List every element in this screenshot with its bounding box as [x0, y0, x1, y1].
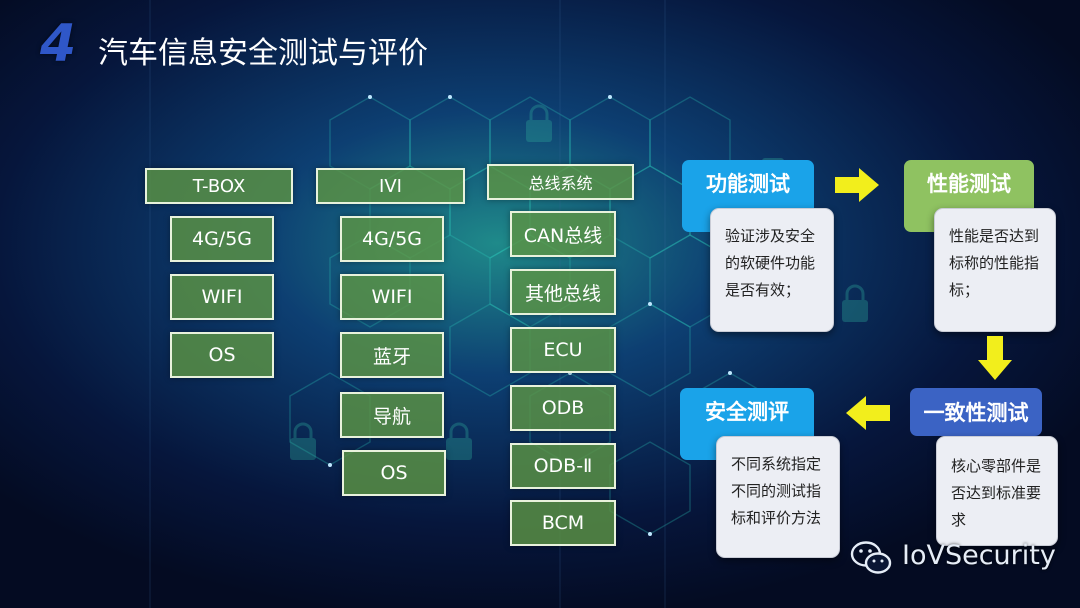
process-desc-conformance-test: 核心零部件是 否达到标准要 求	[936, 436, 1058, 546]
column-header-bus-system: 总线系统	[487, 164, 634, 200]
desc-line: 标；	[949, 281, 980, 299]
slide-number: 4	[40, 14, 77, 74]
ivi-item-4g5g: 4G/5G	[340, 216, 444, 262]
column-header-ivi: IVI	[316, 168, 465, 204]
desc-line: 不同系统指定	[731, 455, 822, 473]
desc-line: 不同的测试指	[731, 482, 822, 500]
process-desc-performance-test: 性能是否达到 标称的性能指 标；	[934, 208, 1056, 332]
bus-item-can: CAN总线	[510, 211, 616, 257]
process-desc-functional-test: 验证涉及安全 的软硬件功能 是否有效；	[710, 208, 834, 332]
process-title-performance-test: 性能测试	[927, 172, 1011, 196]
wechat-icon	[850, 541, 892, 574]
desc-line: 是否有效；	[725, 281, 801, 299]
arrow-right-icon	[835, 168, 879, 202]
bus-item-bcm: BCM	[510, 500, 616, 546]
tbox-item-wifi: WIFI	[170, 274, 274, 320]
process-title-functional-test: 功能测试	[706, 172, 790, 196]
slide-title: 汽车信息安全测试与评价	[98, 36, 428, 71]
arrow-down-icon	[978, 336, 1012, 380]
arrow-left-icon	[846, 396, 890, 430]
ivi-item-os: OS	[342, 450, 446, 496]
desc-line: 求	[951, 511, 967, 529]
desc-line: 标和评价方法	[731, 509, 822, 527]
bus-item-ecu: ECU	[510, 327, 616, 373]
tbox-item-os: OS	[170, 332, 274, 378]
ivi-item-navigation: 导航	[340, 392, 444, 438]
process-title-security-evaluation: 安全测评	[705, 400, 789, 424]
desc-line: 验证涉及安全	[725, 227, 816, 245]
process-title-conformance-test: 一致性测试	[923, 401, 1029, 425]
ivi-item-bluetooth: 蓝牙	[340, 332, 444, 378]
bus-item-odb2: ODB-Ⅱ	[510, 443, 616, 489]
desc-line: 的软硬件功能	[725, 254, 816, 272]
bus-item-odb: ODB	[510, 385, 616, 431]
tbox-item-4g5g: 4G/5G	[170, 216, 274, 262]
desc-line: 标称的性能指	[949, 254, 1040, 272]
desc-line: 否达到标准要	[951, 484, 1042, 502]
desc-line: 核心零部件是	[951, 457, 1042, 475]
desc-line: 性能是否达到	[949, 227, 1040, 245]
process-card-conformance-test: 一致性测试	[910, 388, 1042, 436]
watermark-text: IoVSecurity	[902, 540, 1056, 571]
bus-item-other: 其他总线	[510, 269, 616, 315]
ivi-item-wifi: WIFI	[340, 274, 444, 320]
column-header-tbox: T-BOX	[145, 168, 293, 204]
process-desc-security-evaluation: 不同系统指定 不同的测试指 标和评价方法	[716, 436, 840, 558]
